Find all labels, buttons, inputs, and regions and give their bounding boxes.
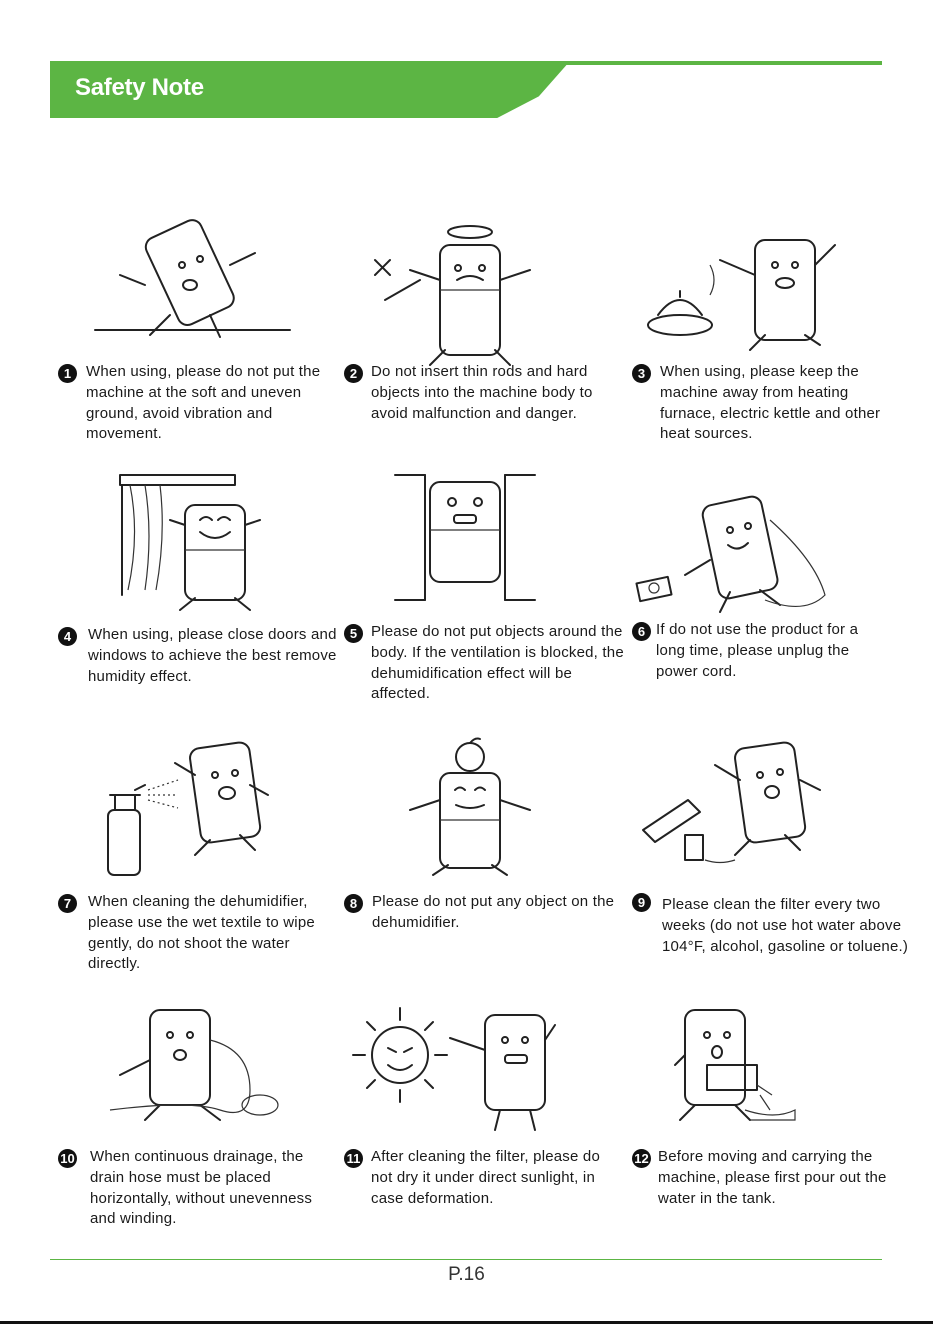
note-5: Please do not put objects around the bod… xyxy=(371,623,624,703)
illustration-8 xyxy=(390,735,610,885)
note-number-9: 9 xyxy=(632,893,651,912)
header-rule xyxy=(560,61,882,65)
bottom-border xyxy=(0,1321,933,1324)
note-9: Please clean the filter every two weeks … xyxy=(662,896,909,955)
illustration-6 xyxy=(630,480,850,630)
footer-rule xyxy=(50,1259,882,1260)
note-10: When continuous drainage, the drain hose… xyxy=(90,1148,313,1228)
note-7: When cleaning the dehumidifier, please u… xyxy=(88,893,315,973)
note-6: If do not use the product for a long tim… xyxy=(656,621,859,680)
note-number-7: 7 xyxy=(58,894,77,913)
note-11: After cleaning the filter, please do not… xyxy=(371,1148,601,1207)
note-3: When using, please keep the machine away… xyxy=(660,363,881,443)
illustration-2 xyxy=(360,220,580,370)
illustration-12 xyxy=(645,1000,865,1150)
page-title: Safety Note xyxy=(75,74,204,101)
illustration-1 xyxy=(90,195,310,345)
illustration-3 xyxy=(640,205,860,355)
note-number-4: 4 xyxy=(58,627,77,646)
note-number-6: 6 xyxy=(632,622,651,641)
note-1: When using, please do not put the machin… xyxy=(86,363,321,443)
note-2: Do not insert thin rods and hard objects… xyxy=(371,363,593,422)
illustration-11 xyxy=(350,1000,570,1150)
note-number-12: 12 xyxy=(632,1149,651,1168)
note-number-11: 11 xyxy=(344,1149,363,1168)
note-number-10: 10 xyxy=(58,1149,77,1168)
illustration-5 xyxy=(390,470,610,620)
note-number-5: 5 xyxy=(344,624,363,643)
illustration-7 xyxy=(100,735,320,885)
note-number-8: 8 xyxy=(344,894,363,913)
note-4: When using, please close doors and windo… xyxy=(88,626,337,685)
illustration-10 xyxy=(90,1000,310,1150)
note-number-3: 3 xyxy=(632,364,651,383)
illustration-4 xyxy=(110,470,330,620)
note-8: Please do not put any object on the dehu… xyxy=(372,893,615,931)
note-number-1: 1 xyxy=(58,364,77,383)
note-12: Before moving and carrying the machine, … xyxy=(658,1148,887,1207)
page-number: P.16 xyxy=(448,1264,485,1285)
note-number-2: 2 xyxy=(344,364,363,383)
illustration-9 xyxy=(635,730,855,880)
header-banner xyxy=(50,61,570,118)
